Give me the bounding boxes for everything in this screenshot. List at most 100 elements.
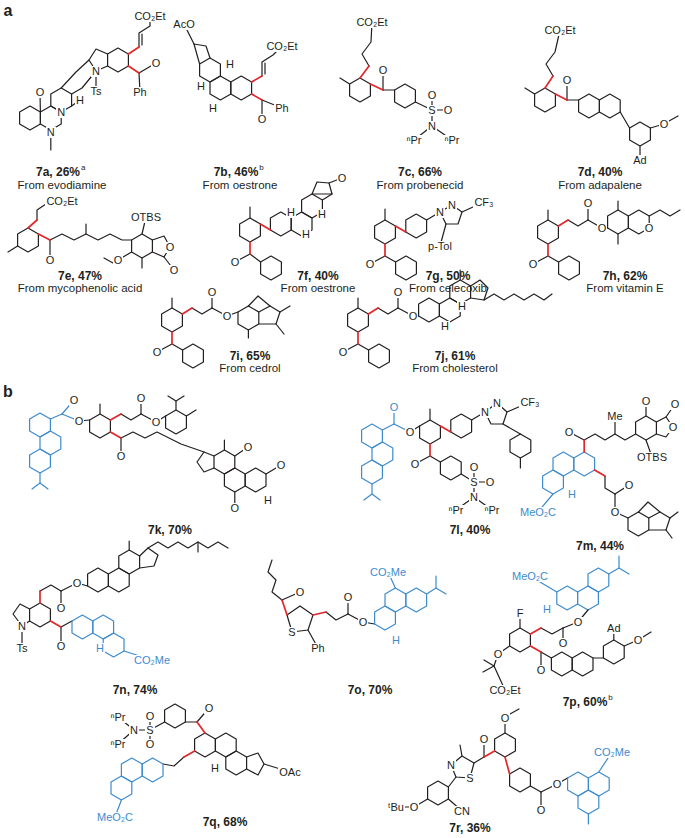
atom-label: O	[337, 173, 348, 184]
atom-label: S	[469, 477, 478, 488]
compound-7a	[20, 16, 156, 150]
atom-label: O	[151, 58, 162, 69]
bond-line	[362, 22, 372, 66]
source-note: From cholesterol	[412, 363, 498, 375]
bond-line	[326, 612, 348, 620]
bond-line	[249, 207, 250, 218]
ring	[535, 88, 556, 112]
ring	[557, 586, 578, 610]
bond-line	[250, 254, 261, 262]
atom-label: OTBS	[636, 452, 668, 463]
atom-label: H	[391, 635, 401, 646]
bond-line	[555, 94, 567, 100]
bond-line	[669, 116, 678, 121]
ring	[240, 218, 261, 242]
atom-label: H	[457, 301, 467, 312]
bond-group	[358, 308, 378, 344]
bond-line	[32, 473, 40, 489]
bond-line	[110, 414, 121, 420]
ring	[166, 410, 187, 434]
compound-7o	[268, 560, 446, 648]
atom-label: O	[583, 198, 594, 209]
source-note: From cedrol	[219, 363, 280, 375]
bond-line	[249, 242, 251, 254]
bond-line	[483, 666, 494, 672]
atom-label: O	[358, 617, 369, 628]
atom-label: S	[465, 773, 474, 784]
atom-label: O	[405, 427, 416, 438]
bond-line	[430, 456, 440, 462]
ring	[165, 704, 186, 728]
bond-group	[172, 308, 192, 344]
ring	[142, 758, 163, 782]
bond-line	[670, 512, 678, 518]
atom-label: O	[485, 477, 496, 488]
atom-label: O	[408, 311, 419, 322]
ring	[420, 420, 441, 444]
ring	[636, 416, 657, 440]
compound-yield: 7q, 68%	[203, 816, 248, 828]
atom-label: O	[207, 287, 218, 298]
atom-label: O	[378, 65, 389, 76]
ring	[553, 452, 574, 476]
atom-label: O	[659, 119, 670, 130]
bond-line	[649, 512, 670, 530]
bond-line	[364, 484, 372, 500]
atom-label: Ts	[90, 86, 103, 97]
atom-label: O	[597, 223, 608, 234]
bond-line	[276, 324, 284, 334]
bond-line	[171, 298, 172, 308]
compound-yield: 7n, 74%	[113, 684, 158, 696]
atom-label: O	[56, 641, 67, 652]
atom-label: MeO₂C	[96, 812, 134, 823]
ring	[108, 48, 129, 72]
bond-line	[583, 440, 585, 452]
bond-line	[50, 234, 132, 240]
compound-yield: 7l, 40%	[450, 524, 491, 536]
panel-letter: b	[3, 384, 13, 400]
compound-yield: 7a, 26%	[36, 166, 80, 178]
compound-7p	[483, 556, 651, 690]
bond-line	[163, 757, 184, 766]
ring	[572, 652, 593, 676]
bond-line	[61, 621, 72, 627]
bond-line	[440, 426, 450, 432]
atom-label: N	[46, 127, 56, 138]
atom-label: H	[75, 95, 85, 106]
ring	[574, 452, 595, 476]
ring	[396, 256, 417, 280]
compound-7m	[538, 401, 678, 538]
compound-yield: 7b, 46%	[214, 166, 259, 178]
bond-line	[50, 414, 62, 419]
bond-line	[649, 210, 680, 216]
atom-label: O	[641, 396, 652, 407]
bond-line	[197, 452, 214, 472]
atom-label: O	[243, 442, 254, 453]
atom-label: CO₂Et	[265, 41, 298, 52]
atom-label: O	[45, 255, 56, 266]
bond-line	[260, 224, 270, 230]
bond-group	[30, 400, 79, 489]
compound-yield: 7e, 47%	[58, 270, 102, 282]
atom-label: O	[427, 90, 438, 101]
bond-line	[121, 414, 141, 420]
atom-label: Ph	[132, 87, 147, 98]
atom-label: O	[35, 87, 46, 98]
atom-label: Ts	[16, 643, 29, 654]
atom-label: H	[225, 59, 235, 70]
compound-yield: 7m, 44%	[576, 540, 624, 552]
bond-line	[248, 296, 270, 306]
atom-label: O	[469, 462, 480, 473]
atom-label: ⁿPr	[447, 505, 464, 516]
ring	[603, 640, 624, 664]
compound-7d	[525, 30, 678, 160]
bond-line	[128, 47, 139, 54]
compound-7c	[340, 22, 452, 140]
atom-label: H	[567, 489, 577, 500]
bond-group	[430, 426, 451, 456]
bond-line	[617, 234, 618, 244]
atom-label: CO₂Et	[543, 25, 576, 36]
bond-line	[567, 99, 579, 100]
atom-label: MeO₂C	[519, 507, 557, 518]
atom-label: CO₂Et	[355, 17, 388, 28]
